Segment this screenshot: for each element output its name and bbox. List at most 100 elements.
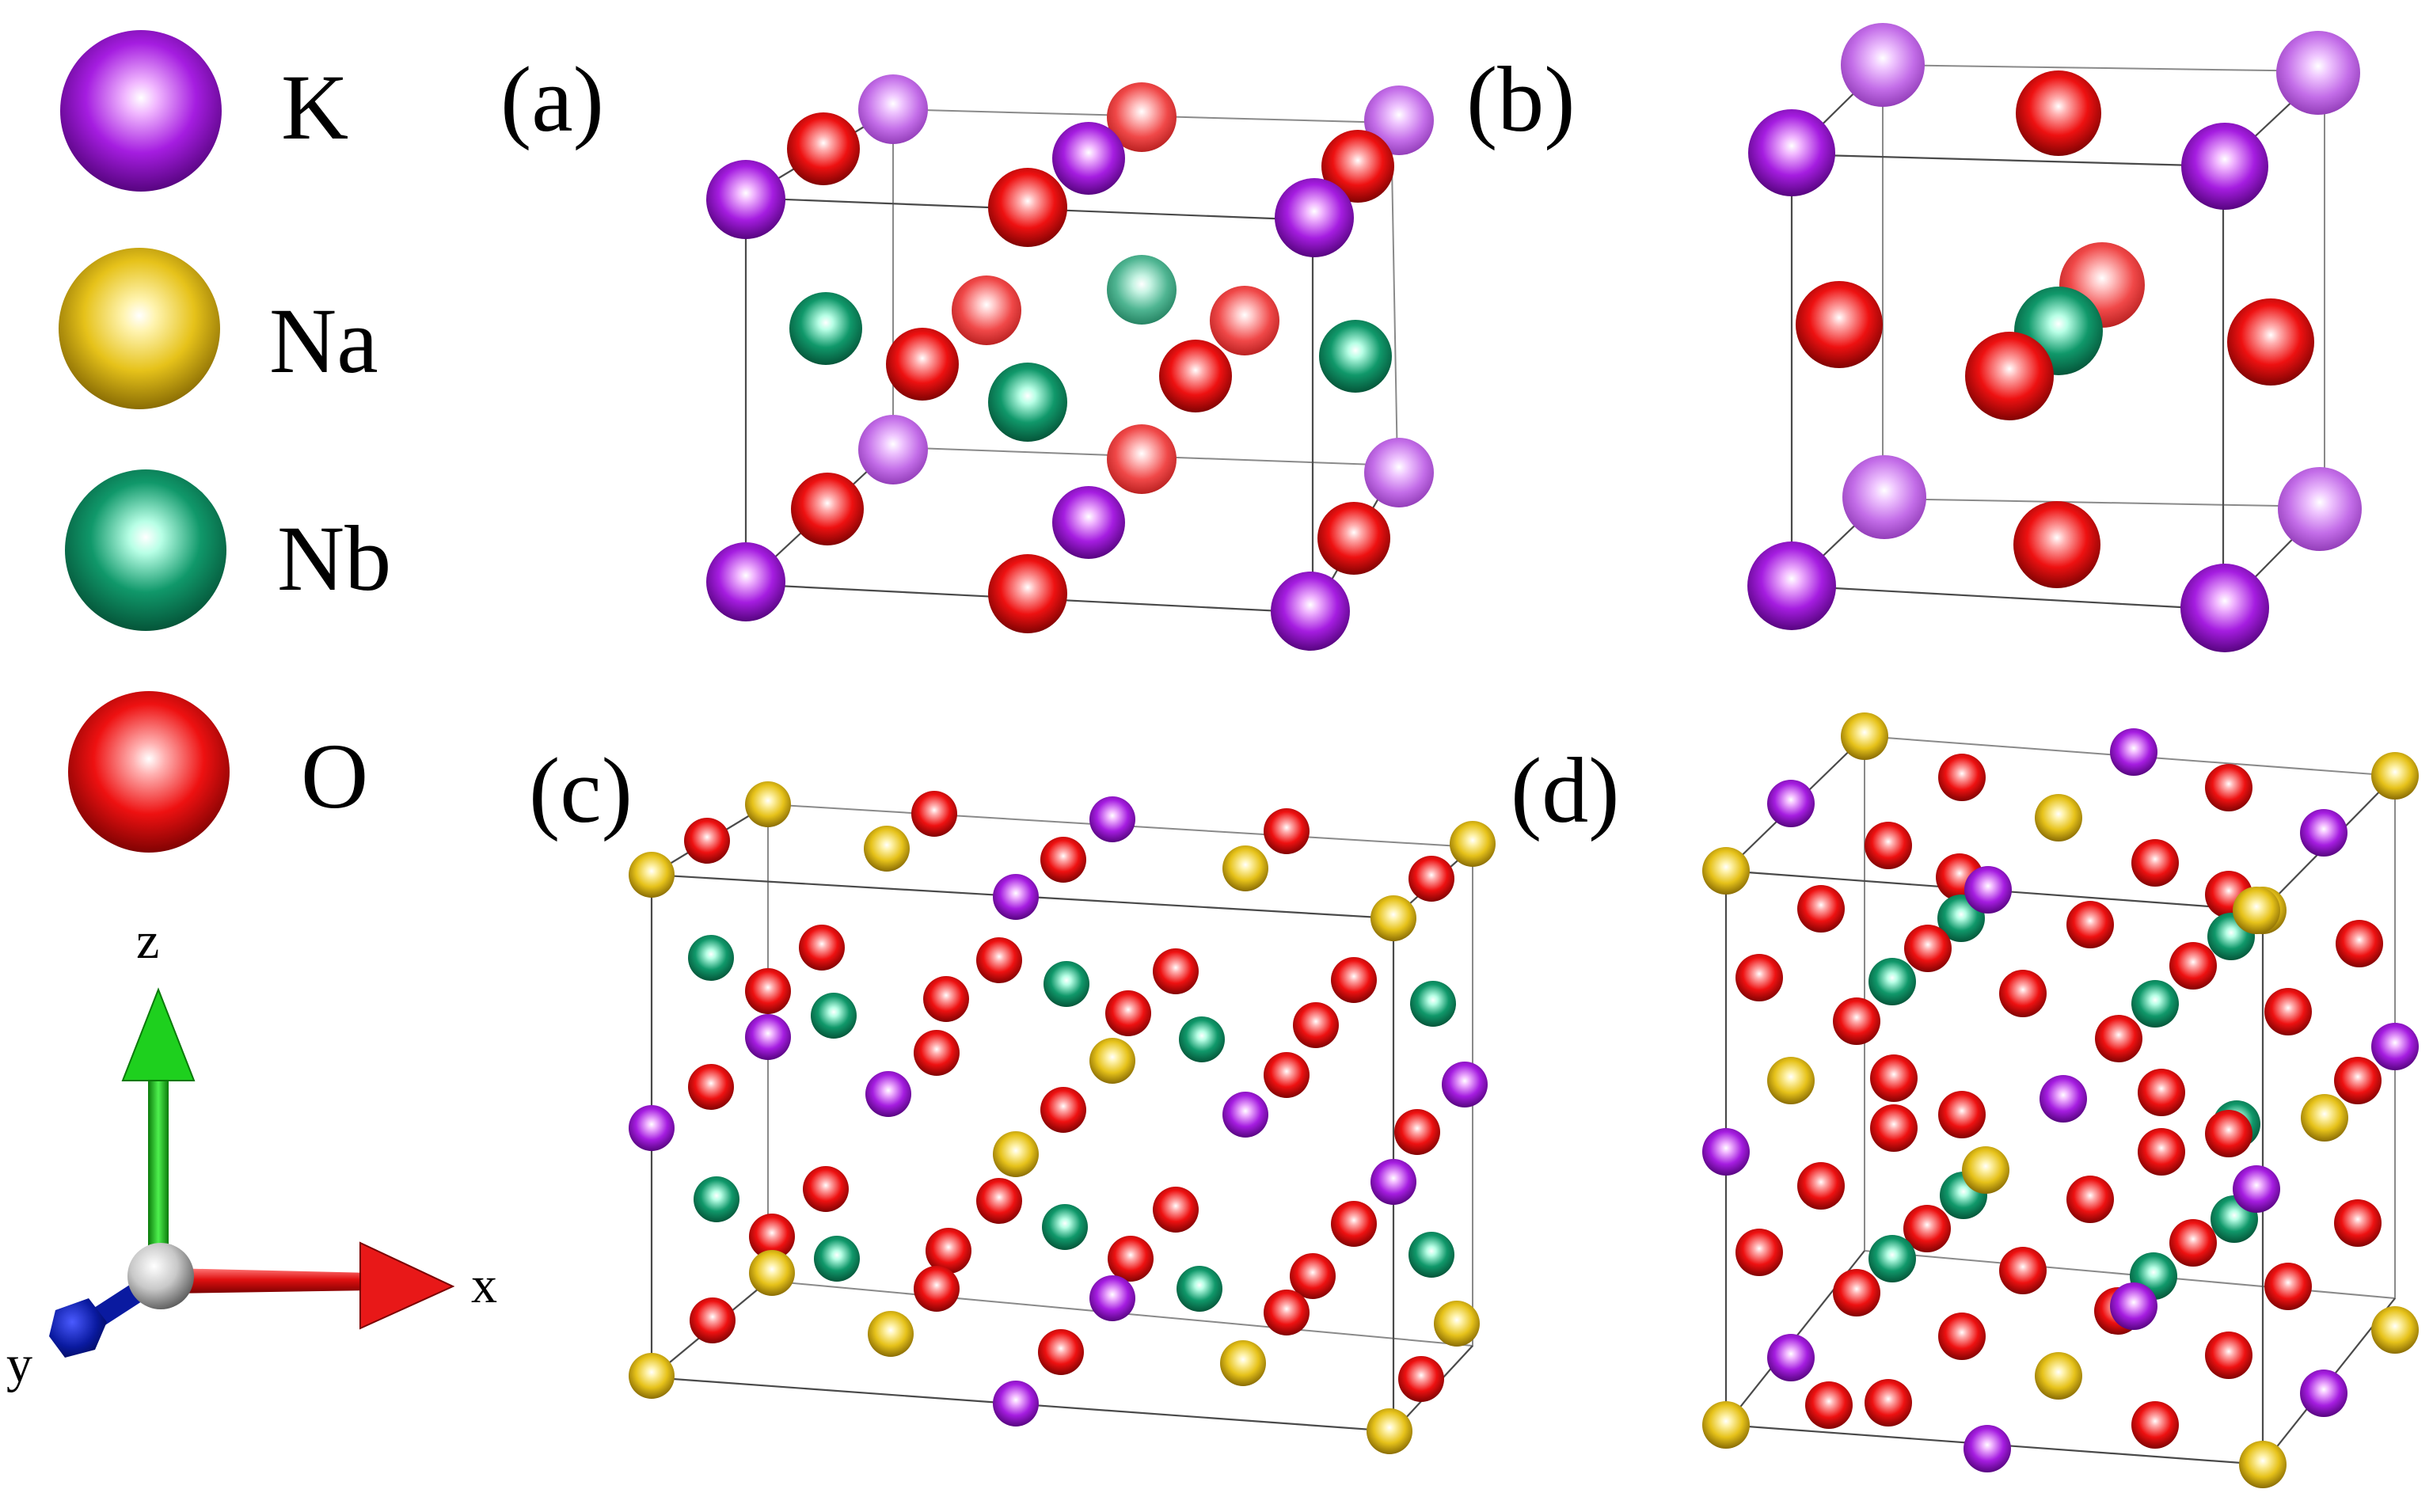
o-atom bbox=[1264, 1052, 1310, 1098]
nb-atom bbox=[1107, 255, 1177, 325]
k-atom bbox=[1275, 178, 1354, 257]
k-atom bbox=[1747, 541, 1836, 630]
panel-label-a: (a) bbox=[500, 47, 604, 151]
o-atom bbox=[1394, 1109, 1440, 1155]
k-atom bbox=[2181, 123, 2268, 210]
z-axis-arrow bbox=[121, 987, 196, 1267]
k-atom bbox=[629, 1105, 675, 1151]
o-atom bbox=[1040, 837, 1086, 883]
nb-atom bbox=[2131, 980, 2179, 1028]
k-atom bbox=[1364, 438, 1434, 507]
k-atom bbox=[858, 74, 928, 144]
o-atom bbox=[803, 1166, 849, 1212]
k-atom bbox=[1089, 1275, 1135, 1321]
o-atom bbox=[1999, 1247, 2047, 1294]
nb-atom bbox=[1410, 981, 1456, 1027]
na-atom bbox=[1434, 1301, 1480, 1347]
panel-label-c: (c) bbox=[529, 739, 633, 842]
o-atom bbox=[952, 275, 1021, 345]
na-atom bbox=[1702, 1401, 1750, 1449]
k-atom bbox=[1767, 1334, 1815, 1381]
o-atom bbox=[690, 1297, 736, 1343]
o-atom bbox=[926, 1228, 971, 1274]
o-atom bbox=[749, 1214, 795, 1259]
k-atom bbox=[1052, 122, 1125, 195]
na-atom bbox=[1702, 847, 1750, 895]
o-atom bbox=[2336, 920, 2383, 967]
o-atom bbox=[1965, 332, 2054, 420]
na-atom bbox=[1367, 1408, 1412, 1454]
k-atom bbox=[2371, 1023, 2419, 1070]
na-atom bbox=[629, 1353, 675, 1399]
nb-atom bbox=[814, 1236, 860, 1282]
k-atom bbox=[706, 160, 785, 239]
o-atom bbox=[1040, 1087, 1086, 1133]
na-atom bbox=[749, 1250, 795, 1296]
panel-c-structure bbox=[629, 781, 1496, 1454]
nb-atom bbox=[1408, 1232, 1454, 1278]
k-atom bbox=[2180, 564, 2269, 652]
k-atom bbox=[1052, 486, 1125, 559]
panel-d-atoms bbox=[1702, 712, 2419, 1488]
k-atom bbox=[2110, 728, 2157, 776]
panel-b-structure bbox=[1747, 23, 2362, 652]
o-atom bbox=[2264, 1263, 2312, 1310]
nb-atom bbox=[694, 1176, 739, 1222]
o-atom bbox=[2264, 988, 2312, 1035]
k-atom bbox=[1364, 85, 1434, 155]
nb-atom bbox=[1868, 958, 1916, 1005]
na-atom bbox=[1962, 1146, 2009, 1194]
na-atom bbox=[2233, 887, 2280, 934]
o-atom bbox=[2334, 1057, 2382, 1104]
coordinate-axes: z x y bbox=[6, 912, 497, 1393]
o-atom bbox=[1903, 1205, 1951, 1252]
na-atom bbox=[2371, 752, 2419, 800]
z-axis-label: z bbox=[136, 912, 159, 970]
k-atom bbox=[1370, 1159, 1416, 1205]
o-atom bbox=[1038, 1329, 1084, 1375]
o-atom bbox=[976, 937, 1022, 983]
legend-item-k: K bbox=[60, 30, 348, 192]
o-atom bbox=[1331, 1201, 1377, 1247]
k-atom bbox=[1842, 455, 1926, 539]
k-atom bbox=[706, 542, 785, 621]
o-atom bbox=[1805, 1381, 1853, 1429]
o-atom bbox=[2016, 70, 2101, 156]
k-atom bbox=[2278, 467, 2362, 551]
k-atom bbox=[1748, 109, 1835, 196]
o-atom bbox=[911, 791, 957, 837]
o-atom bbox=[688, 1064, 734, 1110]
na-atom bbox=[1450, 821, 1496, 867]
o-atom bbox=[914, 1030, 960, 1076]
o-atom bbox=[988, 168, 1067, 247]
o-atom bbox=[2169, 1219, 2217, 1267]
k-atom-swatch bbox=[60, 30, 222, 192]
o-atom bbox=[1264, 1290, 1310, 1335]
na-atom bbox=[745, 781, 791, 827]
nb-atom bbox=[811, 993, 857, 1039]
y-axis-label: y bbox=[6, 1335, 32, 1393]
panel-a-structure bbox=[706, 74, 1434, 651]
nb-atom bbox=[1177, 1266, 1222, 1312]
panel-label-d: (d) bbox=[1511, 739, 1620, 842]
o-atom bbox=[2131, 1401, 2179, 1449]
legend: K Na Nb O bbox=[59, 30, 391, 853]
k-atom bbox=[993, 874, 1039, 920]
x-axis-arrow bbox=[170, 1241, 455, 1330]
o-atom bbox=[1293, 1002, 1339, 1048]
o-atom bbox=[1398, 1356, 1444, 1402]
o-atom bbox=[2131, 839, 2179, 887]
k-atom bbox=[2110, 1282, 2157, 1330]
legend-item-o: O bbox=[68, 691, 368, 853]
o-atom bbox=[1107, 82, 1177, 152]
na-atom bbox=[2035, 1352, 2082, 1400]
k-atom bbox=[2300, 809, 2347, 857]
legend-label-o: O bbox=[301, 724, 368, 828]
o-atom bbox=[1833, 997, 1880, 1045]
na-atom bbox=[629, 852, 675, 898]
o-atom bbox=[2013, 501, 2100, 588]
o-atom bbox=[1797, 1162, 1845, 1210]
o-atom bbox=[1865, 822, 1912, 869]
panel-d-structure bbox=[1702, 712, 2419, 1488]
k-atom bbox=[2276, 31, 2360, 115]
